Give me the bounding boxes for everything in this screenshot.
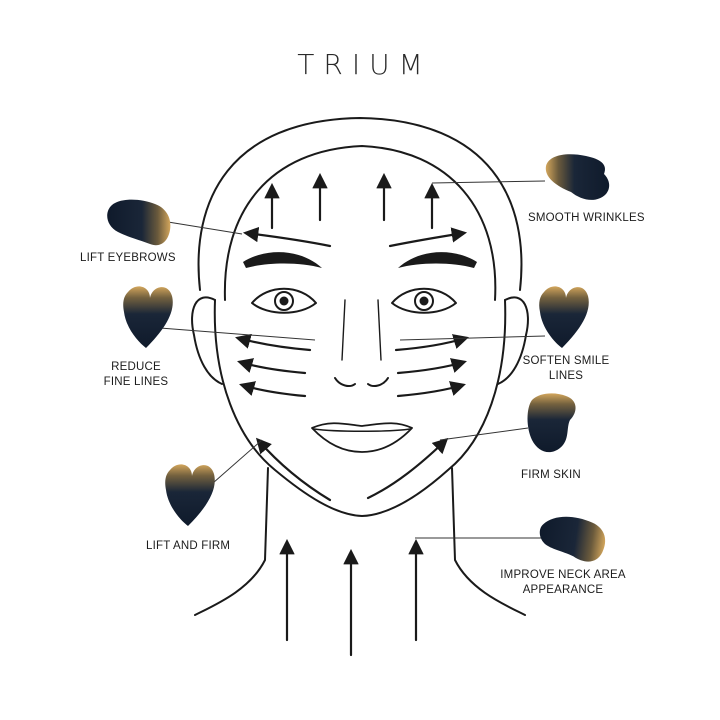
label-firm-skin: FIRM SKIN — [521, 469, 581, 481]
right-ear — [497, 296, 529, 385]
left-ear — [191, 296, 223, 385]
label-improve-neck-line1: IMPROVE NECK AREA — [500, 569, 626, 581]
right-eye — [391, 287, 457, 314]
label-lift-and-firm: LIFT AND FIRM — [146, 540, 231, 552]
lips — [311, 422, 413, 453]
gua-sha-stone-smooth-wrinkles — [545, 154, 610, 200]
pointer-soften-smile-lines — [399, 335, 546, 341]
label-soften-smile-lines: SOFTEN SMILE LINES — [506, 354, 626, 384]
label-reduce-fine-lines-line1: REDUCE — [111, 361, 161, 373]
pointer-reduce-fine-lines — [159, 327, 316, 341]
neck-left — [194, 467, 269, 616]
gua-sha-stone-firm-skin — [527, 393, 576, 453]
pointer-smooth-wrinkles — [431, 180, 546, 184]
label-soften-smile-lines-line2: LINES — [548, 370, 584, 382]
hair-outline — [197, 117, 523, 291]
neck-right — [451, 467, 526, 616]
gua-sha-stone-lift-eyebrows — [107, 199, 171, 246]
brand-title: TRIUM — [297, 48, 432, 81]
label-lift-eyebrows: LIFT EYEBROWS — [80, 252, 176, 264]
label-improve-neck-area: IMPROVE NECK AREA APPEARANCE — [483, 568, 643, 598]
left-eye — [251, 287, 317, 314]
left-eyebrow — [243, 252, 322, 268]
pointer-firm-skin — [439, 427, 529, 441]
face-outline — [213, 299, 507, 517]
gua-sha-stone-lift-and-firm — [165, 464, 215, 526]
right-eyebrow — [398, 252, 477, 268]
label-reduce-fine-lines-line2: FINE LINES — [103, 376, 169, 388]
label-reduce-fine-lines: REDUCE FINE LINES — [81, 360, 191, 390]
label-soften-smile-lines-line1: SOFTEN SMILE — [522, 355, 610, 367]
label-smooth-wrinkles: SMOOTH WRINKLES — [528, 212, 645, 224]
hairline — [223, 145, 497, 301]
nose — [334, 377, 389, 387]
gua-sha-stone-reduce-fine-lines — [123, 286, 173, 348]
gua-sha-stone-soften-smile-lines — [539, 286, 589, 348]
gua-sha-stone-improve-neck — [539, 516, 606, 562]
label-improve-neck-line2: APPEARANCE — [522, 584, 604, 596]
pointer-lift-eyebrows — [167, 221, 243, 235]
